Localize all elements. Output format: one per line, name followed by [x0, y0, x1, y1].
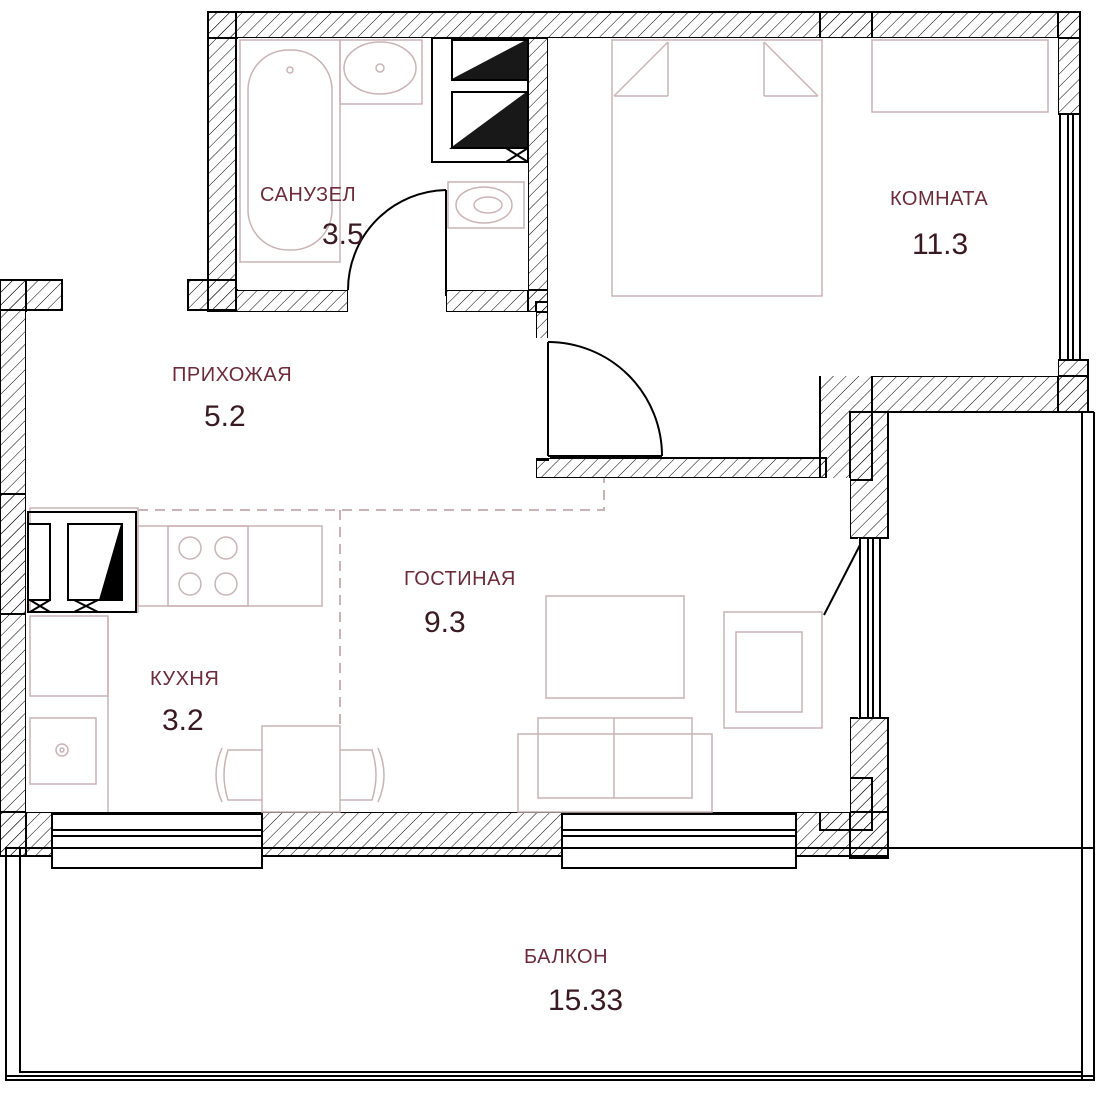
kitchen-sink: [29, 717, 97, 785]
room-area-komnata: 11.3: [912, 228, 969, 261]
wall-living-right-1: [849, 411, 889, 539]
window-living-right: [859, 537, 881, 719]
windows: [51, 113, 1081, 869]
room-area-living: 9.3: [424, 606, 466, 639]
room-name-komnata: КОМНАТА: [890, 188, 989, 210]
sofa: [517, 733, 713, 813]
kitchen-fixtures: [29, 507, 385, 813]
wall-bath-right: [527, 37, 549, 313]
wall-kitchen-niche: [0, 493, 27, 615]
kitchen-appliances: [27, 511, 137, 613]
washer-units: [431, 37, 529, 163]
balcony-door-leaf: [823, 544, 861, 616]
komnata-door-swing: [547, 341, 663, 457]
sink: [339, 39, 423, 105]
room-name-hallway: ПРИХОЖАЯ: [172, 364, 293, 386]
zone-lines: [138, 478, 605, 726]
room-area-bathroom: 3.5: [322, 218, 364, 251]
room-area-balcony: 15.33: [548, 984, 624, 1017]
bathtub: [239, 39, 341, 263]
toilet: [447, 181, 525, 229]
wall-hallway-top-2: [187, 279, 237, 311]
window-living: [561, 813, 797, 869]
coffee-table: [545, 595, 685, 699]
room-name-kitchen: КУХНЯ: [150, 668, 220, 690]
room-name-balcony: БАЛКОН: [524, 946, 609, 968]
bathroom-door-swing: [347, 189, 447, 291]
wall-komnata-bottom-inner: [535, 457, 827, 479]
wall-right-top: [1057, 11, 1081, 115]
bathroom-fixtures: [239, 39, 525, 263]
doors: [347, 189, 663, 457]
wall-top: [207, 11, 1081, 39]
window-kitchen: [51, 813, 263, 869]
bed: [611, 39, 1049, 297]
window-komnata: [1059, 113, 1081, 361]
wall-bath-bottom-1: [235, 289, 349, 313]
room-area-kitchen: 3.2: [162, 704, 204, 737]
wall-bathroom-left: [207, 11, 237, 313]
room-area-hallway: 5.2: [204, 400, 246, 433]
wardrobe: [871, 39, 1049, 113]
armchair: [723, 611, 823, 729]
dining-table: [261, 725, 341, 813]
living-furniture: [517, 595, 823, 813]
room-name-living: ГОСТИНАЯ: [404, 568, 516, 590]
room-name-bathroom: САНУЗЕЛ: [260, 184, 357, 206]
wall-komnata-bottom: [871, 375, 1089, 413]
balcony-outline: [5, 411, 1095, 1081]
